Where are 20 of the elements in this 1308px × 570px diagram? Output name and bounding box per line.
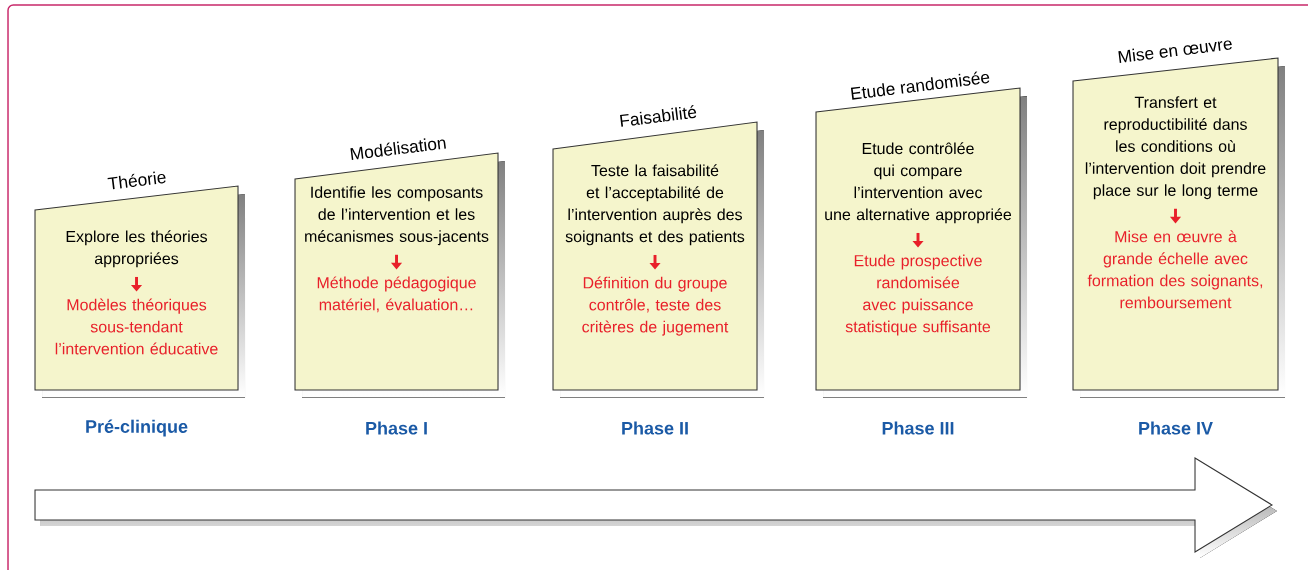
card-heading: Etude randomisée [850, 71, 990, 100]
phase-label: Phase IV [1139, 421, 1213, 435]
phase-label: Phase II [622, 421, 688, 435]
card-heading: Faisabilité [620, 105, 697, 127]
result-text: Méthode pédagogique matériel, évaluation… [317, 276, 476, 313]
phase-label: Phase III [882, 421, 954, 435]
card-heading: Théorie [107, 171, 166, 190]
result-text: Modèles théoriques sous-tendant l’intervention éducative [55, 298, 218, 355]
card-heading: Modélisation [350, 138, 446, 160]
card-text: Transfert et reproductibilité dans les conditions où l’intervention doit prendre place sur le long terme [1085, 96, 1266, 200]
phase-label: Pré-clinique [86, 419, 188, 437]
result-text: Mise en œuvre à grande échelle avec formation des soignants, remboursement [1087, 230, 1263, 309]
card-text: Explore les théories appropriées [66, 230, 208, 268]
card-text: Etude contrôlée qui compare l’intervention avec une alternative appropriée [825, 142, 1012, 224]
result-text: Définition du groupe contrôle, teste des critères de jugement [582, 276, 729, 336]
result-text: Etude prospective randomisée avec puissance statistique suffisante [845, 254, 991, 336]
card-text: Identifie les composants de l’intervention et les mécanismes sous-jacents [305, 186, 489, 246]
phase-label: Phase I [366, 421, 427, 435]
card-heading: Mise en œuvre [1118, 40, 1232, 63]
card-text: Teste la faisabilité et l’acceptabilité de l’intervention auprès des soignants et des patients [565, 164, 745, 246]
